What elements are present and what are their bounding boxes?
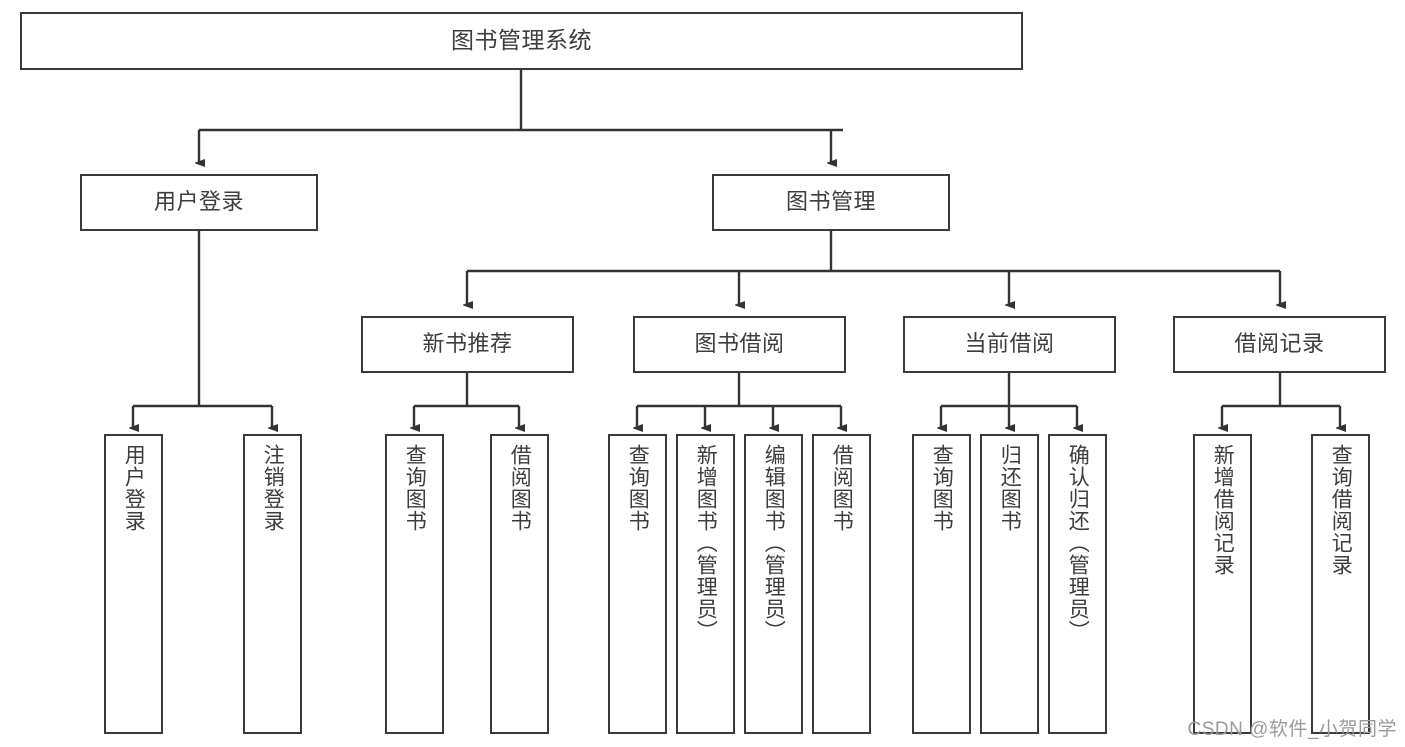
leaf-book-borrow-query[interactable]: 查询图书 [608, 434, 667, 734]
leaf-label: 编辑图书（管理员） [762, 444, 786, 642]
node-user-login-label: 用户登录 [153, 189, 244, 215]
leaf-label: 查询图书 [930, 444, 954, 532]
watermark: CSDN @软件_小贺同学 [1187, 719, 1397, 740]
leaf-user-login-logout[interactable]: 注销登录 [243, 434, 302, 734]
node-new-book-recommend[interactable]: 新书推荐 [361, 316, 574, 373]
leaf-book-borrow-borrow[interactable]: 借阅图书 [812, 434, 871, 734]
node-book-management-label: 图书管理 [785, 189, 876, 215]
node-current-borrow[interactable]: 当前借阅 [903, 316, 1116, 373]
node-current-borrow-label: 当前借阅 [964, 331, 1055, 357]
leaf-label: 查询图书 [403, 444, 427, 532]
leaf-label: 查询借阅记录 [1329, 444, 1353, 576]
leaf-current-borrow-query[interactable]: 查询图书 [912, 434, 971, 734]
node-root-label: 图书管理系统 [451, 27, 592, 54]
node-user-login[interactable]: 用户登录 [80, 174, 318, 231]
leaf-current-borrow-return[interactable]: 归还图书 [980, 434, 1039, 734]
node-book-borrow-label: 图书借阅 [694, 331, 785, 357]
node-borrow-record[interactable]: 借阅记录 [1173, 316, 1386, 373]
leaf-borrow-record-add[interactable]: 新增借阅记录 [1193, 434, 1252, 734]
leaf-label: 查询图书 [626, 444, 650, 532]
leaf-new-book-borrow[interactable]: 借阅图书 [490, 434, 549, 734]
leaf-book-borrow-edit[interactable]: 编辑图书（管理员） [744, 434, 803, 734]
node-borrow-record-label: 借阅记录 [1234, 331, 1325, 357]
leaf-label: 注销登录 [261, 444, 285, 532]
node-book-management[interactable]: 图书管理 [712, 174, 950, 231]
node-book-borrow[interactable]: 图书借阅 [633, 316, 846, 373]
leaf-label: 确认归还（管理员） [1066, 444, 1090, 642]
leaf-user-login-login[interactable]: 用户登录 [104, 434, 163, 734]
node-new-book-recommend-label: 新书推荐 [422, 331, 513, 357]
leaf-current-borrow-confirm[interactable]: 确认归还（管理员） [1048, 434, 1107, 734]
leaf-label: 借阅图书 [508, 444, 532, 532]
leaf-book-borrow-add[interactable]: 新增图书（管理员） [676, 434, 735, 734]
leaf-label: 用户登录 [122, 444, 146, 532]
leaf-label: 借阅图书 [830, 444, 854, 532]
node-root[interactable]: 图书管理系统 [20, 12, 1023, 70]
leaf-new-book-query[interactable]: 查询图书 [385, 434, 444, 734]
leaf-label: 新增借阅记录 [1211, 444, 1235, 576]
leaf-label: 归还图书 [998, 444, 1022, 532]
leaf-label: 新增图书（管理员） [694, 444, 718, 642]
leaf-borrow-record-query[interactable]: 查询借阅记录 [1311, 434, 1370, 734]
